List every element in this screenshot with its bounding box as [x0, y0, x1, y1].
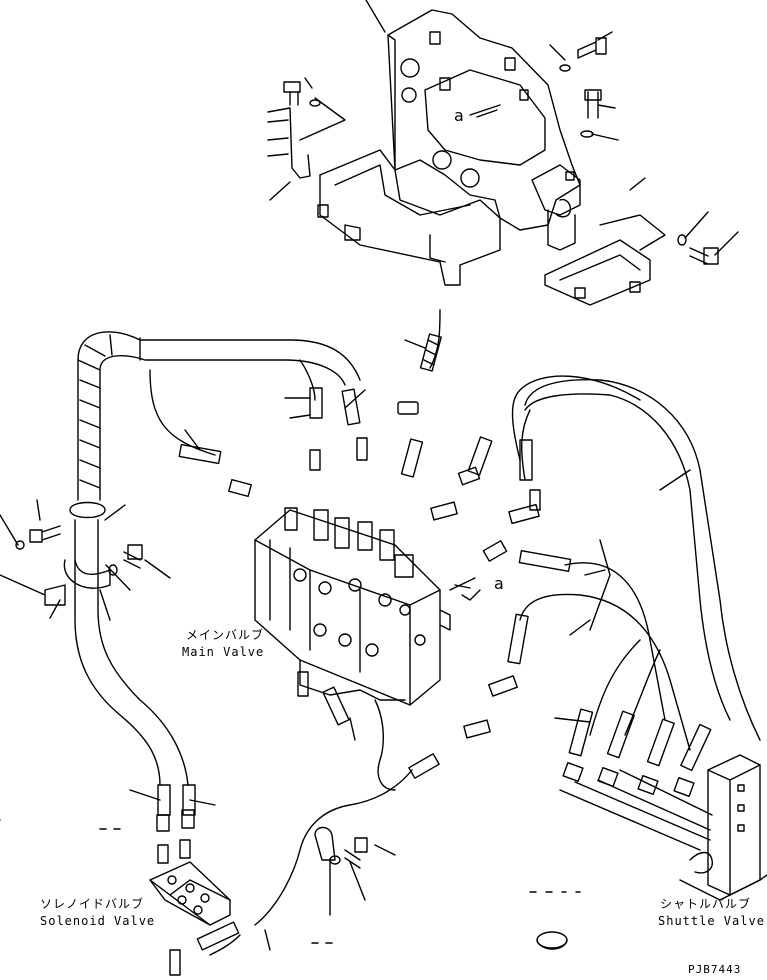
- main-valve-body: [254, 507, 451, 706]
- main-valve-label-en: Main Valve: [182, 645, 265, 659]
- blank-callouts: [99, 828, 581, 944]
- shuttle-valve-label-jp: シャトルバルブ: [660, 897, 752, 911]
- hoses: [74, 309, 761, 956]
- main-valve-label-jp: メインバルブ: [186, 628, 265, 642]
- solenoid-valve-label-en: Solenoid Valve: [40, 914, 156, 928]
- hose-clamps: [15, 501, 568, 950]
- leader-lines-top: [269, 0, 739, 256]
- hose-fittings: [156, 333, 572, 976]
- shuttle-valve: [559, 708, 767, 901]
- valve-bracket: [317, 9, 666, 306]
- drawing-code: PJB7443: [688, 963, 742, 976]
- solenoid-valve: [149, 861, 231, 926]
- solenoid-valve-label-jp: ソレノイドバルブ: [40, 897, 145, 911]
- leader-lines: [0, 339, 691, 951]
- view-marker-top: a: [454, 106, 464, 125]
- view-marker-mid: a: [494, 574, 504, 593]
- bracket-bolts: [267, 37, 719, 265]
- shuttle-valve-label-en: Shuttle Valve: [658, 914, 765, 928]
